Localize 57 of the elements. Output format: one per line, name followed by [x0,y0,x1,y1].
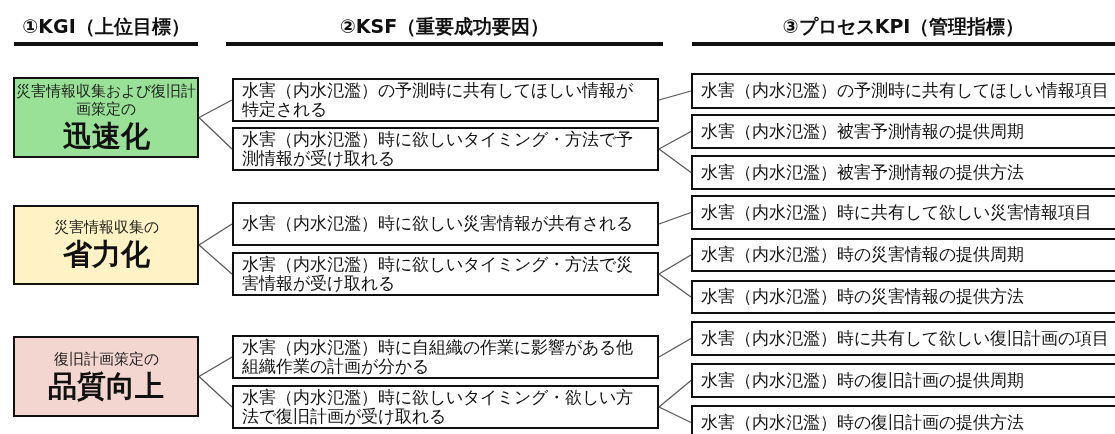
connector-line [658,406,692,424]
indicator-box [691,405,1115,434]
indicator-box [691,73,1115,109]
box-text: 水害（内水氾濫）時に自組織の作業に影響がある他組織作業の計画が分かる [242,337,634,377]
goal-subtitle: 復旧計画策定の [53,349,159,368]
box-text: 水害（内水氾濫）時の災害情報の提供周期 [701,244,1024,266]
indicator-box [691,363,1115,398]
connector-line [658,254,692,275]
goal-title: 省力化 [62,236,150,272]
box-text: 水害（内水氾濫）時に共有して欲しい復旧計画の項目 [701,327,1109,350]
goal-title: 品質向上 [48,367,164,404]
box-text: 水害（内水氾濫）被害予測情報の提供方法 [701,161,1024,184]
connector-line [658,90,692,101]
connector-line [198,223,233,246]
factor-box [232,78,659,122]
indicator-box [691,321,1115,356]
connector-line [658,273,692,298]
goal-title: 迅速化 [62,117,150,154]
connector-line [658,130,692,150]
goal-subtitle: 災害情報収集および復旧計画策定の [15,81,197,118]
column-heading: ②KSF（重要成功要因） [338,14,551,39]
connector-line [198,244,233,275]
box-text: 水害（内水氾濫）の予測時に共有してほしい情報項目 [701,80,1109,102]
box-text: 水害（内水氾濫）時に共有して欲しい災害情報項目 [701,201,1092,224]
connector-line [198,116,233,150]
goal-box [13,77,199,158]
goal-box [13,336,199,417]
column-heading: ①KGI（上位目標） [21,14,191,39]
factor-box [232,252,659,296]
indicator-box [691,195,1115,230]
indicator-box [691,280,1115,314]
indicator-box [691,155,1115,190]
factor-box [232,385,659,429]
connector-line [198,99,233,119]
factor-box [232,127,659,171]
connector-line [658,211,692,225]
box-text: 水害（内水氾濫）時の災害情報の提供方法 [701,286,1024,308]
indicator-box [691,114,1115,149]
box-text: 水害（内水氾濫）時に欲しい災害情報が共有される [242,214,633,234]
box-text: 水害（内水氾濫）の予測時に共有してほしい情報が特定される [242,80,634,120]
box-text: 水害（内水氾濫）時に欲しいタイミング・欲しい方法で復旧計画が受け取れる [242,387,634,427]
box-text: 水害（内水氾濫）時の復旧計画の提供周期 [701,369,1024,392]
box-text: 水害（内水氾濫）時に欲しいタイミング・方法で災害情報が受け取れる [242,254,634,294]
connector-line [658,337,692,358]
factor-box [232,335,659,379]
connector-line [198,375,233,408]
indicator-box [691,238,1115,272]
connector-line [658,379,692,408]
column-heading: ③プロセスKPI（管理指標） [781,14,1026,39]
connector-line [658,148,692,174]
goal-box [13,205,199,285]
connector-line [198,356,233,378]
box-text: 水害（内水氾濫）時に欲しいタイミング・方法で予測情報が受け取れる [242,129,634,169]
goal-subtitle: 災害情報収集の [53,218,159,236]
factor-box [232,202,659,246]
box-text: 水害（内水氾濫）被害予測情報の提供周期 [701,120,1024,143]
box-text: 水害（内水氾濫）時の復旧計画の提供方法 [701,411,1024,434]
